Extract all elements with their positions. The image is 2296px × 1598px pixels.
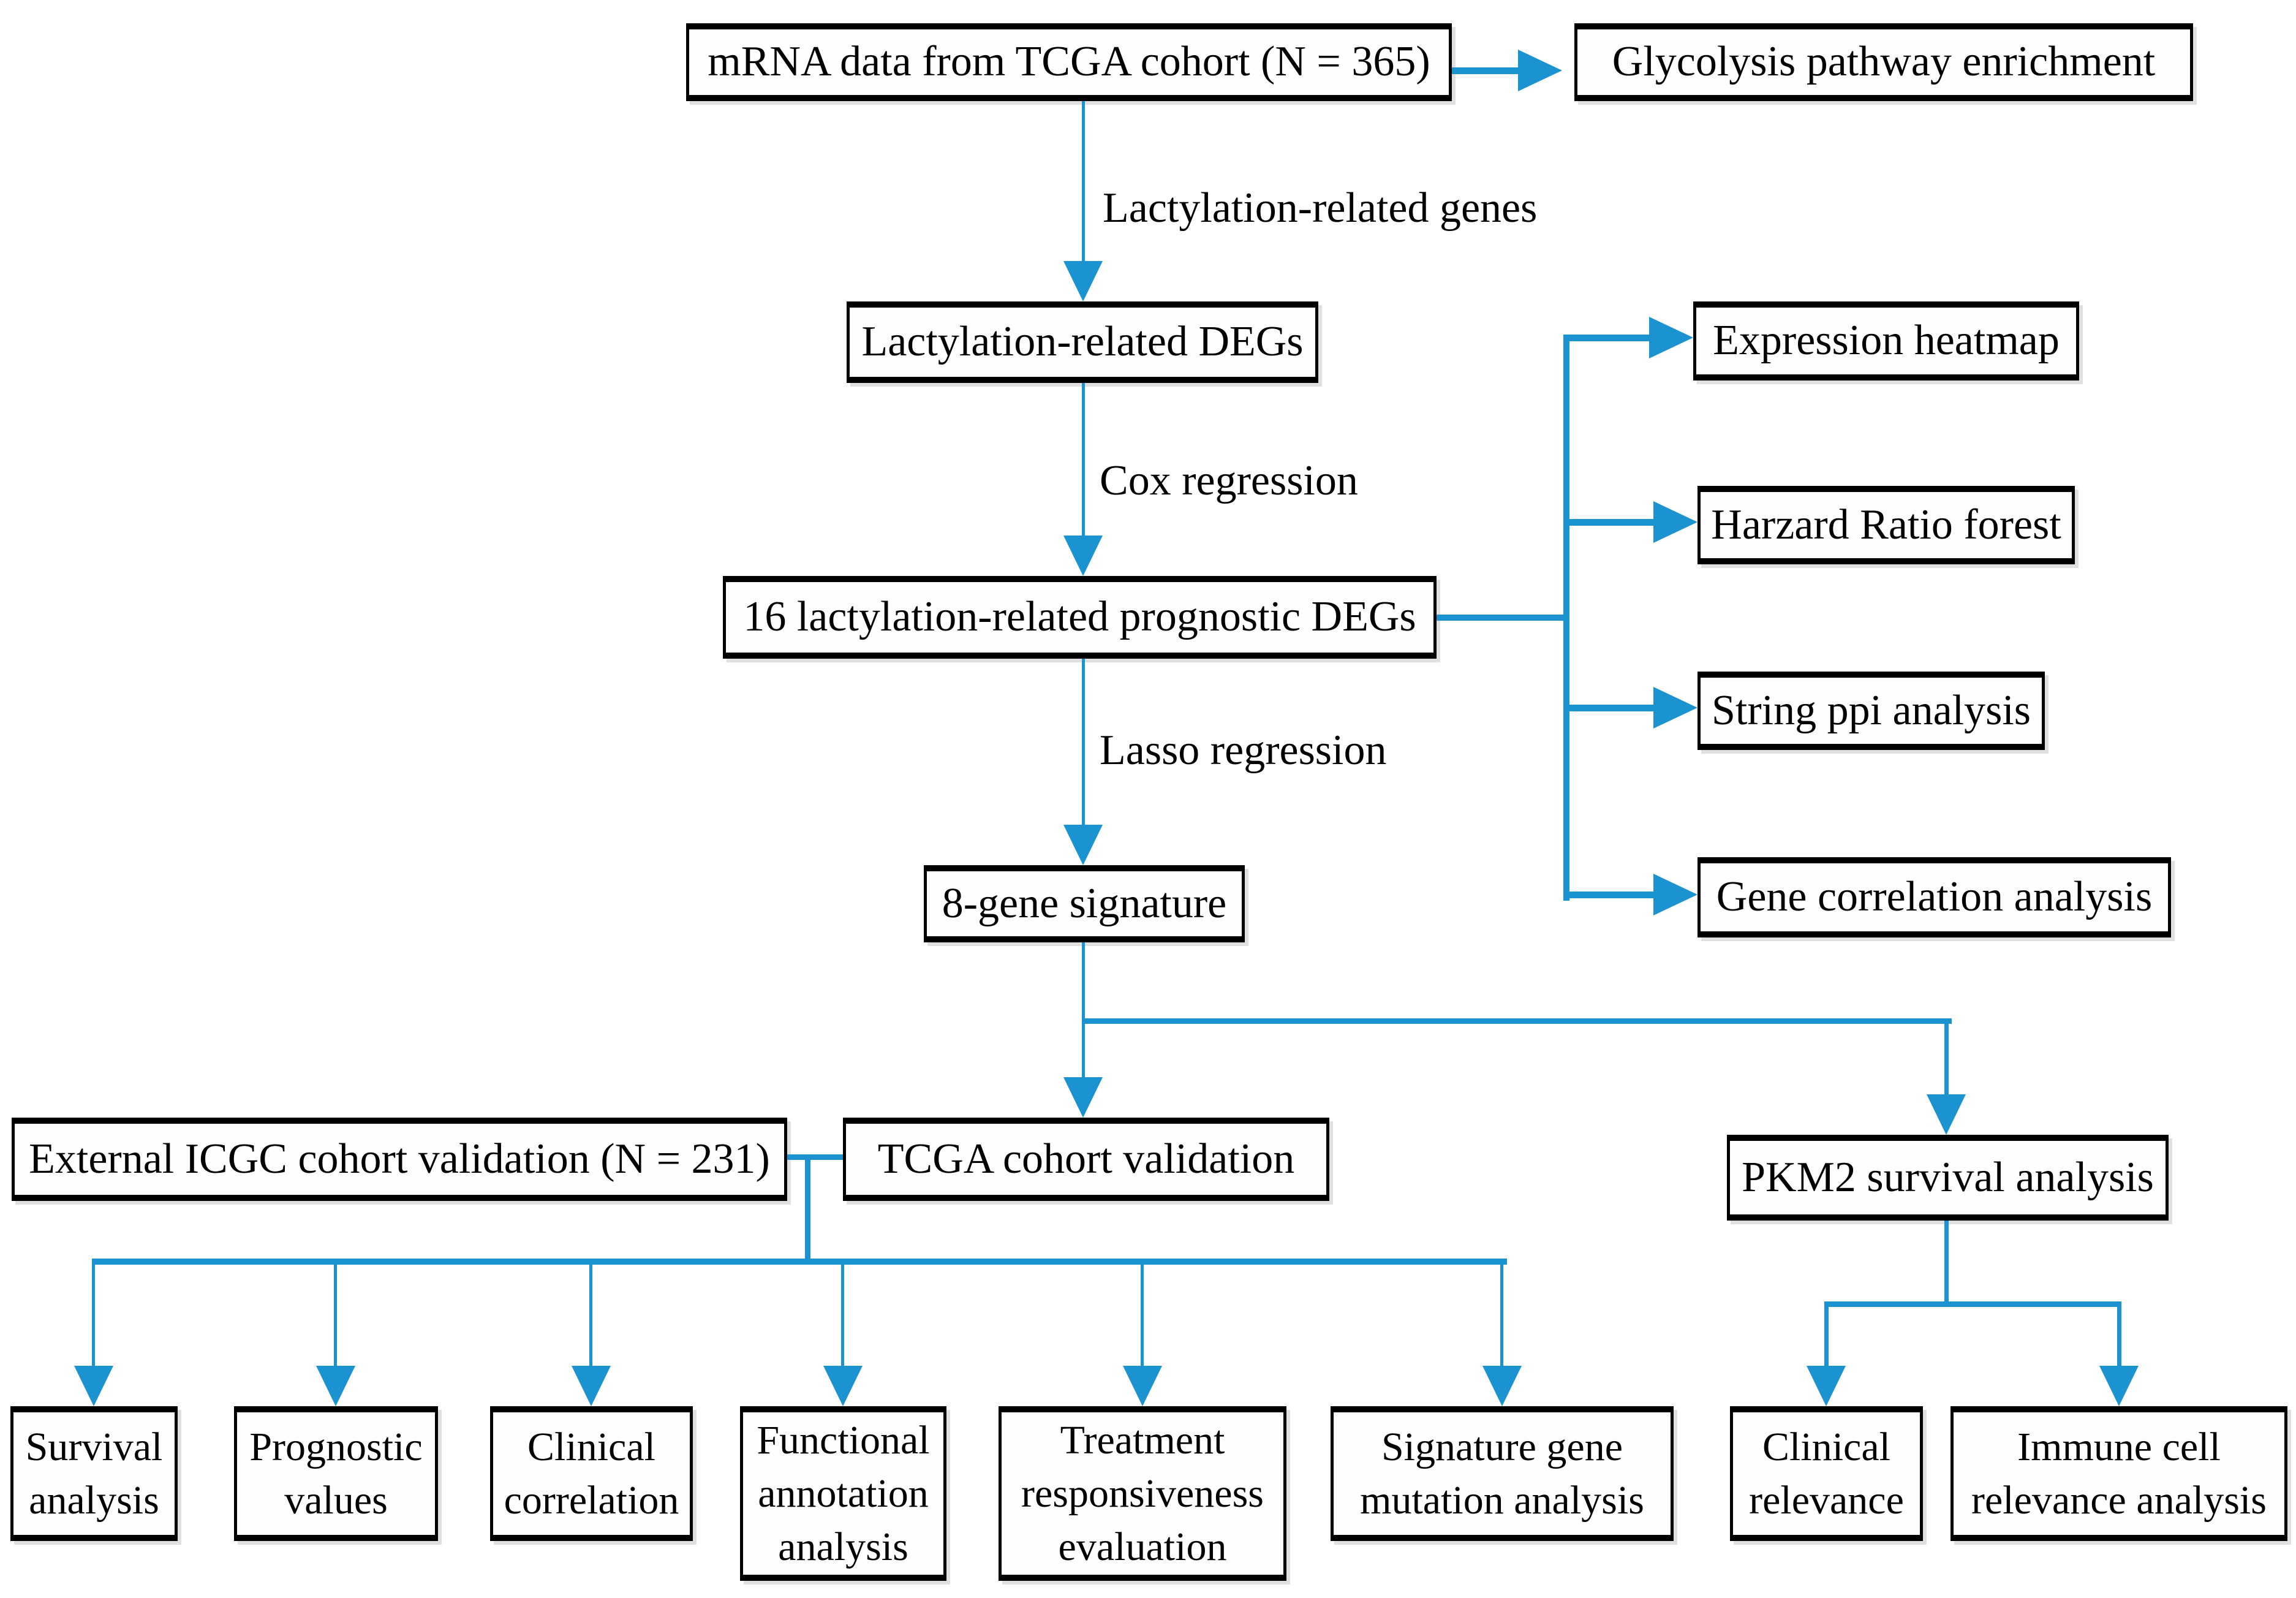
node-label: Clinical relevance	[1749, 1424, 1904, 1523]
arrowhead-down-prognostic	[1063, 536, 1103, 576]
edge-bus-to-functional	[841, 1262, 844, 1368]
edge-degs-to-prognostic	[1082, 383, 1085, 539]
edge-to-tcga-validation	[1082, 1021, 1085, 1081]
arrowhead-right-ppi	[1653, 687, 1697, 729]
edge-label-lasso-regression: Lasso regression	[1100, 727, 1387, 774]
edge-pkm2-sub-bus	[1824, 1301, 2121, 1307]
edge-mrna-to-glycolysis	[1452, 67, 1522, 74]
node-label: Gene correlation analysis	[1716, 873, 2153, 921]
edge-trunk-to-genecorr	[1563, 892, 1656, 898]
edge-prognostic-to-trunk	[1437, 615, 1568, 621]
edge-label-lactylation-genes: Lactylation-related genes	[1103, 184, 1538, 232]
edge-bus-to-clinical-correlation	[589, 1262, 592, 1368]
edge-label-cox-regression: Cox regression	[1100, 457, 1358, 504]
node-label: PKM2 survival analysis	[1742, 1153, 2154, 1201]
node-16-prognostic-degs: 16 lactylation-related prognostic DEGs	[723, 576, 1437, 659]
node-expression-heatmap: Expression heatmap	[1693, 301, 2079, 381]
node-label: Glycolysis pathway enrichment	[1612, 38, 2156, 86]
node-signature-gene-mutation: Signature gene mutation analysis	[1331, 1406, 1674, 1541]
edge-mrna-to-degs	[1082, 101, 1085, 267]
node-label: mRNA data from TCGA cohort (N = 365)	[708, 38, 1430, 86]
arrowhead-down-treatment	[1123, 1366, 1162, 1406]
node-label: Lactylation-related DEGs	[861, 318, 1304, 366]
node-label: 8-gene signature	[942, 879, 1227, 927]
node-prognostic-values: Prognostic values	[234, 1406, 438, 1541]
node-8-gene-signature: 8-gene signature	[924, 865, 1245, 942]
arrowhead-right-genecorr	[1653, 874, 1697, 915]
arrowhead-down-clinical-correlation	[572, 1366, 611, 1406]
node-tcga-validation: TCGA cohort validation	[843, 1118, 1329, 1201]
node-mrna-tcga-cohort: mRNA data from TCGA cohort (N = 365)	[686, 23, 1452, 101]
arrowhead-down-clinical-relevance	[1807, 1366, 1846, 1406]
edge-pkm2-down	[1944, 1221, 1949, 1306]
arrowhead-down-8gene	[1063, 825, 1103, 865]
arrowhead-down-functional	[823, 1366, 863, 1406]
node-gene-correlation-analysis: Gene correlation analysis	[1697, 857, 2171, 937]
arrowhead-down-tcga	[1063, 1077, 1103, 1118]
edge-trunk-to-heatmap	[1563, 335, 1652, 341]
edge-bus-to-survival	[92, 1262, 95, 1368]
node-clinical-relevance: Clinical relevance	[1730, 1406, 1923, 1541]
edge-trunk-to-ppi	[1563, 705, 1656, 711]
node-treatment-responsiveness: Treatment responsiveness evaluation	[999, 1406, 1286, 1581]
edge-right-trunk	[1563, 336, 1569, 901]
node-label: TCGA cohort validation	[877, 1135, 1295, 1183]
node-lactylation-degs: Lactylation-related DEGs	[847, 301, 1318, 383]
node-immune-cell-relevance: Immune cell relevance analysis	[1950, 1406, 2287, 1541]
edge-trunk-to-forest	[1563, 519, 1656, 526]
arrowhead-down-immune-cell	[2099, 1366, 2139, 1406]
arrowhead-down-survival	[74, 1366, 113, 1406]
node-pkm2-survival-analysis: PKM2 survival analysis	[1727, 1135, 2169, 1221]
node-clinical-correlation: Clinical correlation	[490, 1406, 693, 1541]
edge-bus-to-prognostic-values	[334, 1262, 337, 1368]
node-string-ppi-analysis: String ppi analysis	[1697, 672, 2045, 750]
arrowhead-down-signature	[1482, 1366, 1522, 1406]
node-survival-analysis: Survival analysis	[10, 1406, 178, 1541]
arrowhead-down-degs	[1063, 261, 1103, 301]
node-label: Expression heatmap	[1713, 317, 2060, 365]
node-label: Clinical correlation	[504, 1424, 679, 1523]
node-label: Treatment responsiveness evaluation	[1021, 1417, 1264, 1570]
arrowhead-down-pkm2	[1927, 1094, 1966, 1135]
edge-8gene-to-pkm2-horizontal	[1082, 1018, 1952, 1024]
arrowhead-right-glycolysis	[1518, 50, 1562, 91]
node-glycolysis-enrichment: Glycolysis pathway enrichment	[1574, 23, 2193, 101]
node-label: Survival analysis	[25, 1424, 163, 1523]
node-label: Harzard Ratio forest	[1711, 501, 2061, 548]
arrowhead-right-heatmap	[1649, 317, 1693, 358]
node-label: External ICGC cohort validation (N = 231…	[29, 1135, 770, 1183]
edge-prognostic-to-8gene	[1082, 659, 1085, 828]
node-label: Functional annotation analysis	[757, 1417, 930, 1570]
arrowhead-down-prognostic-values	[316, 1366, 355, 1406]
edge-bus-to-signature	[1500, 1262, 1503, 1368]
node-hazard-ratio-forest: Harzard Ratio forest	[1697, 486, 2075, 564]
edge-icgc-to-tcga	[787, 1154, 843, 1160]
edge-subbus-to-immune-cell	[2117, 1305, 2121, 1368]
node-label: Signature gene mutation analysis	[1360, 1424, 1644, 1523]
arrowhead-right-forest	[1653, 501, 1697, 543]
node-label: Immune cell relevance analysis	[1971, 1424, 2267, 1523]
edge-subbus-to-clinical-relevance	[1824, 1305, 1829, 1368]
edge-bus-to-treatment	[1141, 1262, 1144, 1368]
node-icgc-validation: External ICGC cohort validation (N = 231…	[12, 1118, 787, 1201]
node-label: String ppi analysis	[1711, 686, 2031, 734]
node-functional-annotation: Functional annotation analysis	[740, 1406, 946, 1581]
node-label: Prognostic values	[249, 1424, 423, 1523]
edge-8gene-down	[1082, 942, 1085, 1023]
node-label: 16 lactylation-related prognostic DEGs	[743, 593, 1416, 641]
edge-junction-to-bus	[805, 1154, 810, 1263]
edge-to-pkm2-vertical	[1944, 1021, 1949, 1098]
edge-bottom-bus	[92, 1259, 1507, 1265]
